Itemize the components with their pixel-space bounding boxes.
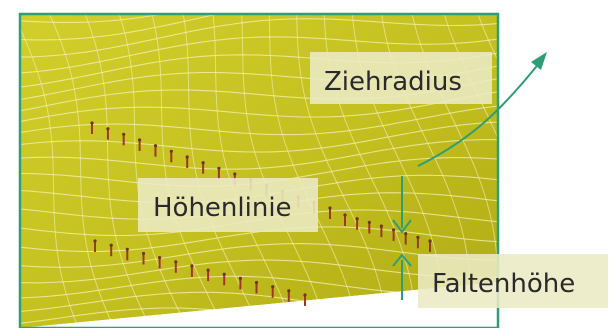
- mesh-line: [182, 14, 258, 325]
- mesh-line: [20, 91, 498, 123]
- label-hoehenlinie-text: Höhenlinie: [153, 193, 292, 223]
- mesh-line: [20, 18, 498, 58]
- ziehradius-arrow: [417, 61, 541, 167]
- mesh-line: [20, 14, 221, 41]
- ziehradius-arrowhead: [531, 52, 547, 70]
- mesh-line: [20, 121, 498, 153]
- mesh-line: [212, 14, 293, 325]
- contour-marker-dot: [271, 285, 275, 289]
- contour-marker-dot: [343, 213, 347, 217]
- mesh-line: [20, 27, 78, 325]
- contour-marker-dot: [141, 251, 146, 256]
- fold-bottom-arrowhead: [392, 253, 412, 267]
- contour-marker-dot: [125, 247, 129, 251]
- contour-marker-dot: [153, 144, 158, 148]
- contour-marker-dot: [428, 239, 432, 243]
- mesh-line: [118, 14, 186, 325]
- image-frame: [18, 12, 500, 328]
- annotation-arrows: [401, 61, 541, 300]
- contour-marker-dot: [328, 206, 332, 210]
- mesh-line: [268, 14, 358, 325]
- contour-marker-dot: [355, 217, 359, 221]
- contour-marker-dot: [416, 235, 420, 239]
- label-faltenhoehe-text: Faltenhöhe: [432, 269, 575, 299]
- mesh-line: [296, 14, 388, 325]
- label-ziehradius-text: Ziehradius: [324, 67, 462, 97]
- contour-marker-dot: [158, 256, 162, 260]
- label-hoehenlinie-box: [138, 178, 318, 232]
- contour-marker-dot: [254, 280, 259, 285]
- fold-top-arrowhead: [392, 219, 412, 234]
- arrow-heads: [392, 52, 547, 267]
- contour-marker-dot: [174, 260, 178, 264]
- contour-marker-dot: [138, 138, 142, 142]
- mesh-line: [20, 105, 498, 136]
- contour-marker-dot: [379, 224, 383, 228]
- contour-marker-dot: [109, 243, 113, 247]
- contour-marker-dot: [238, 276, 242, 280]
- mesh-line: [151, 14, 223, 325]
- contour-marker-dot: [233, 172, 237, 176]
- contour-marker-dot: [367, 220, 371, 224]
- mesh-line: [20, 14, 166, 23]
- mesh-line: [241, 14, 326, 325]
- contour-marker-dot: [106, 127, 110, 131]
- label-hoehenlinie: Höhenlinie: [138, 178, 318, 232]
- contour-marker-dot: [93, 239, 97, 243]
- contour-marker-dot: [287, 289, 291, 293]
- label-ziehradius: Ziehradius: [310, 52, 492, 104]
- mesh-line: [84, 14, 149, 325]
- contour-marker-dot: [222, 272, 226, 276]
- label-ziehradius-box: [310, 52, 492, 104]
- contour-marker-dot: [392, 228, 396, 232]
- contour-marker-dot: [303, 293, 307, 297]
- label-faltenhoehe: Faltenhöhe: [418, 254, 608, 308]
- contour-marker-dot: [190, 264, 194, 268]
- mesh-line: [49, 14, 113, 325]
- contour-marker-dot: [217, 166, 221, 170]
- contour-marker-dot: [185, 155, 189, 159]
- flange-region: [20, 282, 498, 328]
- contour-marker-dot: [90, 121, 94, 125]
- contour-marker-dot: [169, 149, 173, 153]
- contour-marker-dot: [201, 161, 205, 165]
- contour-marker-dot: [206, 268, 210, 272]
- contour-marker-dot: [122, 132, 126, 136]
- contour-marker-dot: [404, 232, 408, 236]
- label-faltenhoehe-box: [418, 254, 608, 308]
